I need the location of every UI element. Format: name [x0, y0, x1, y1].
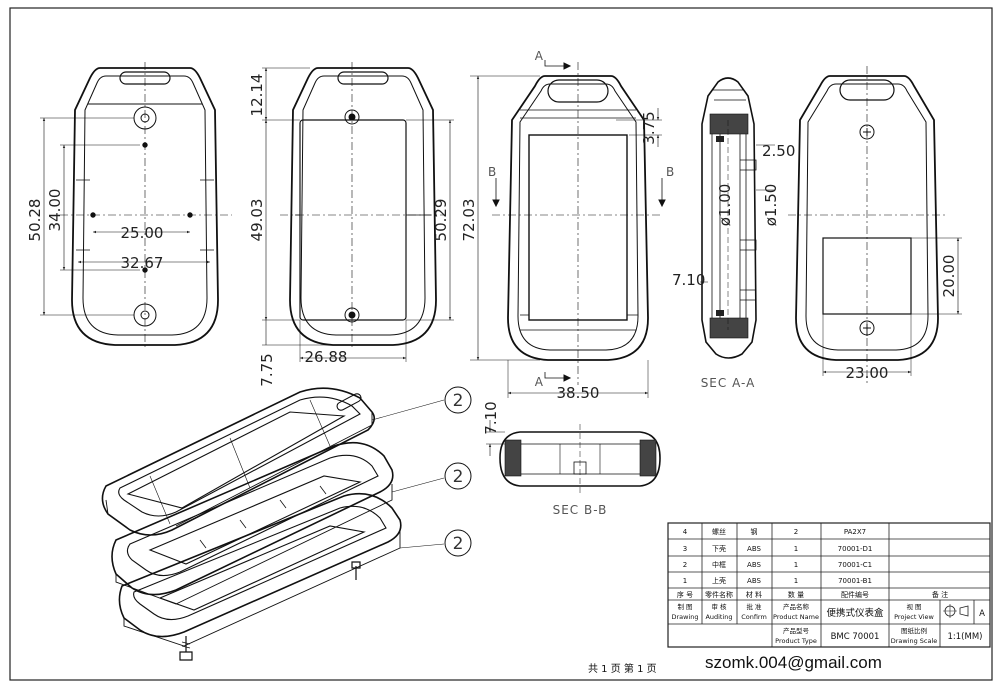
svg-text:产品名称: 产品名称: [783, 602, 810, 611]
svg-text:审 核: 审 核: [711, 602, 727, 611]
svg-text:70001-B1: 70001-B1: [838, 577, 872, 585]
sheet-border: [9, 7, 993, 681]
section-mark-a-bottom: A: [535, 375, 544, 389]
dim-front-width-span: 32.67: [121, 254, 164, 272]
dim-second-bottom-width: 26.88: [305, 348, 348, 366]
product-name-value: 便携式仪表盒: [826, 607, 884, 619]
svg-text:图纸比例: 图纸比例: [901, 626, 927, 635]
contact-email: szomk.004@gmail.com: [705, 653, 882, 672]
svg-text:中框: 中框: [712, 560, 726, 569]
svg-text:Product Type: Product Type: [775, 637, 817, 645]
svg-text:ABS: ABS: [747, 561, 761, 569]
svg-text:1: 1: [794, 577, 798, 585]
approval-row: 制 图 Drawing 审 核 Auditing 批 准 Confirm 产品名…: [671, 602, 985, 621]
svg-text:70001-D1: 70001-D1: [838, 545, 873, 553]
dim-second-mid: 49.03: [248, 199, 266, 242]
svg-text:3: 3: [683, 545, 687, 553]
svg-text:螺丝: 螺丝: [712, 527, 726, 536]
svg-text:批 准: 批 准: [746, 602, 762, 611]
scale-value: 1:1(MM): [948, 632, 983, 642]
dim-second-bottom-offset: 7.75: [258, 353, 276, 386]
dim-front-hole-span: 25.00: [121, 224, 164, 242]
dim-second-right: 50.29: [432, 199, 450, 242]
second-view: [262, 62, 454, 362]
front-view: [40, 62, 232, 350]
title-block-grid: [667, 522, 991, 648]
svg-text:4: 4: [683, 528, 688, 536]
back-view: [788, 66, 962, 385]
svg-text:Drawing Scale: Drawing Scale: [891, 637, 938, 645]
section-mark-a-top: A: [535, 49, 544, 63]
type-row: 产品型号 Product Type BMC 70001 图纸比例 Drawing…: [775, 626, 982, 645]
svg-text:产品型号: 产品型号: [783, 626, 810, 635]
parts-row-2: 2 中框 ABS 1 70001-C1: [683, 560, 872, 569]
svg-text:PA2X7: PA2X7: [844, 528, 866, 536]
svg-text:钢: 钢: [751, 527, 758, 536]
svg-text:Project View: Project View: [894, 613, 934, 621]
section-aa-label: SEC A-A: [701, 376, 756, 390]
dim-third-top-offset: 3.75: [640, 111, 658, 144]
svg-text:备 注: 备 注: [932, 590, 948, 599]
dim-aa-d3: ø1.50: [762, 184, 780, 227]
svg-text:1: 1: [683, 577, 687, 585]
svg-text:下壳: 下壳: [712, 544, 726, 553]
svg-text:序 号: 序 号: [677, 590, 693, 599]
svg-text:数 量: 数 量: [788, 590, 804, 599]
section-mark-b-left: B: [488, 165, 497, 179]
svg-text:2: 2: [683, 561, 687, 569]
callout-1: 2: [453, 391, 464, 411]
svg-text:视 图: 视 图: [906, 602, 921, 611]
dim-aa-d4: 7.10: [672, 271, 705, 289]
sheet-size: A: [979, 609, 985, 619]
svg-text:Auditing: Auditing: [705, 613, 732, 621]
svg-text:1: 1: [794, 545, 798, 553]
product-type-value: BMC 70001: [831, 632, 880, 642]
callout-2: 2: [453, 467, 464, 487]
svg-text:Product Name: Product Name: [773, 613, 819, 621]
svg-text:70001-C1: 70001-C1: [838, 561, 872, 569]
section-bb-label: SEC B-B: [553, 503, 608, 517]
parts-row-3: 3 下壳 ABS 1 70001-D1: [683, 544, 873, 553]
third-view: [470, 60, 666, 398]
section-aa-view: [700, 77, 775, 359]
svg-text:ABS: ABS: [747, 545, 761, 553]
dim-third-height: 72.03: [460, 199, 478, 242]
dim-bb-height: 7.10: [482, 401, 500, 434]
dim-aa-d2: ø1.00: [716, 184, 734, 227]
exploded-assembly: [101, 386, 472, 661]
svg-text:材 料: 材 料: [746, 590, 762, 599]
svg-text:上壳: 上壳: [712, 576, 726, 585]
svg-text:零件名称: 零件名称: [705, 590, 733, 599]
parts-header-row: 序 号 零件名称 材 料 数 量 配件编号 备 注: [677, 590, 948, 599]
svg-text:制 图: 制 图: [677, 602, 692, 611]
parts-row-1: 1 上壳 ABS 1 70001-B1: [683, 576, 872, 585]
dim-front-height: 50.28: [26, 199, 44, 242]
parts-row-4: 4 螺丝 钢 2 PA2X7: [683, 527, 866, 536]
svg-text:1: 1: [794, 561, 798, 569]
svg-text:2: 2: [794, 528, 798, 536]
svg-text:Confirm: Confirm: [741, 613, 767, 621]
dim-back-width: 23.00: [846, 364, 889, 382]
svg-text:ABS: ABS: [747, 577, 761, 585]
dim-aa-d1: 2.50: [762, 142, 795, 160]
svg-text:配件编号: 配件编号: [841, 590, 869, 599]
section-bb-view: [486, 420, 661, 496]
section-mark-b-right: B: [666, 165, 675, 179]
dim-front-inner: 34.00: [46, 189, 64, 232]
dim-third-width: 38.50: [557, 384, 600, 402]
dim-second-top: 12.14: [248, 74, 266, 117]
callout-3: 2: [453, 534, 464, 554]
svg-text:Drawing: Drawing: [671, 613, 698, 621]
dim-back-height: 20.00: [940, 255, 958, 298]
page-info: 共 1 页 第 1 页: [588, 662, 657, 675]
